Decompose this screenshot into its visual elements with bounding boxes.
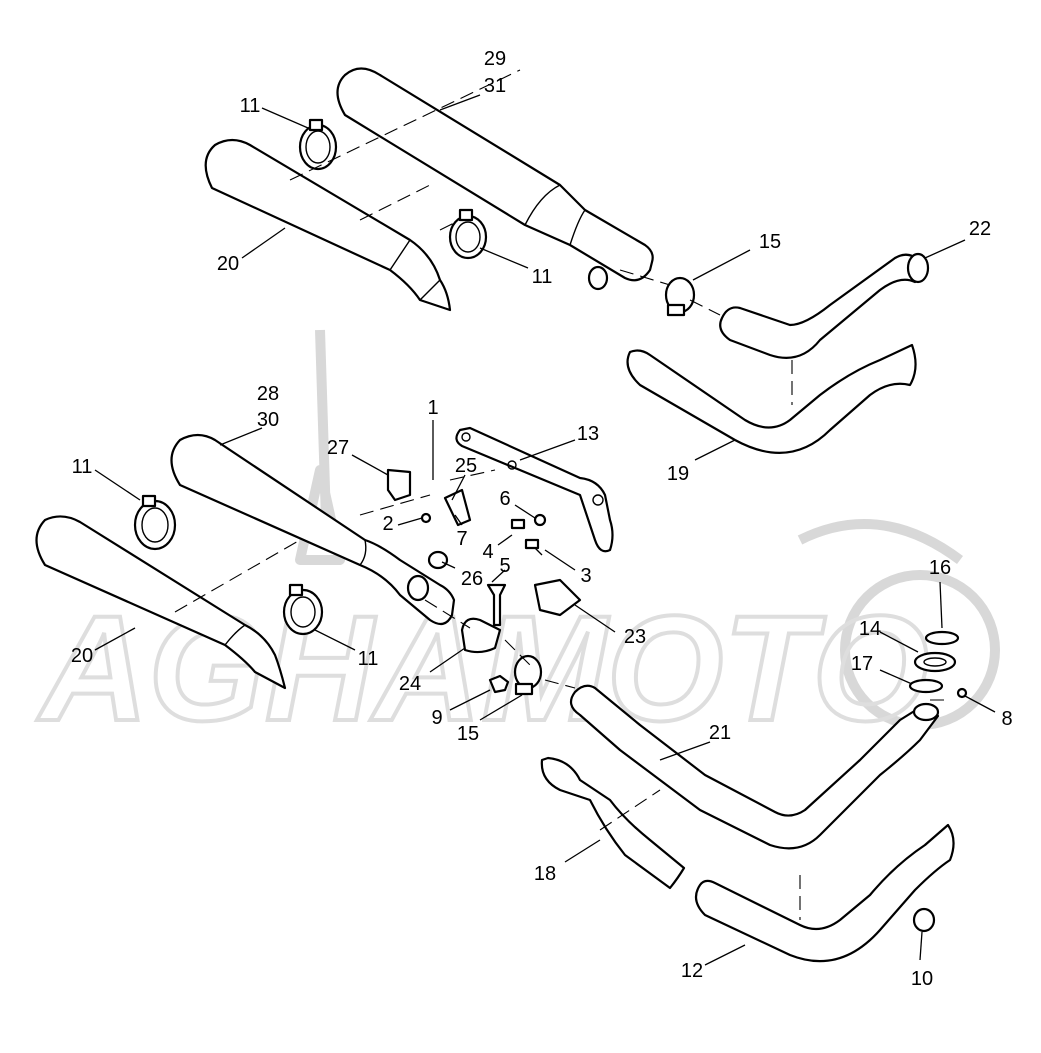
screw-8 bbox=[956, 687, 968, 699]
callout-20-a: 20 bbox=[217, 253, 239, 275]
muffler-outlet-stub bbox=[587, 265, 609, 291]
callout-14: 14 bbox=[859, 618, 881, 640]
clamp-10 bbox=[912, 907, 936, 933]
callout-11-b: 11 bbox=[532, 266, 553, 288]
gasket-14 bbox=[913, 651, 957, 673]
callout-30: 30 bbox=[257, 409, 279, 431]
callout-12: 12 bbox=[681, 960, 703, 982]
washer-6 bbox=[533, 513, 547, 527]
callout-15-a: 15 bbox=[759, 231, 781, 253]
clamp-24 bbox=[460, 617, 502, 654]
callout-26: 26 bbox=[461, 568, 483, 590]
screw-4 bbox=[510, 518, 526, 530]
heat-shield-12 bbox=[694, 823, 955, 963]
callout-13: 13 bbox=[577, 423, 599, 445]
callout-5: 5 bbox=[499, 555, 510, 577]
callout-10: 10 bbox=[911, 968, 933, 990]
callout-16: 16 bbox=[929, 557, 951, 579]
bracket-23 bbox=[533, 578, 582, 617]
callout-2: 2 bbox=[382, 513, 393, 535]
muffler-lower-rear bbox=[170, 433, 456, 626]
callouts: 29 31 11 20 11 15 22 19 28 30 1 27 25 13… bbox=[71, 48, 1013, 990]
callout-19: 19 bbox=[667, 463, 689, 485]
header-pipe-22 bbox=[719, 253, 927, 359]
bracket-13 bbox=[455, 426, 614, 553]
callout-8: 8 bbox=[1001, 708, 1012, 730]
callout-28: 28 bbox=[257, 383, 279, 405]
callout-25: 25 bbox=[455, 455, 477, 477]
callout-11-c: 11 bbox=[72, 456, 93, 478]
bolt-5 bbox=[486, 583, 507, 627]
bracket-25 bbox=[443, 488, 472, 527]
callout-11-a: 11 bbox=[240, 95, 261, 117]
callout-9: 9 bbox=[431, 707, 442, 729]
callout-17: 17 bbox=[851, 653, 873, 675]
callout-6: 6 bbox=[499, 488, 510, 510]
callout-22: 22 bbox=[969, 218, 991, 240]
screw-3 bbox=[524, 538, 540, 550]
callout-21: 21 bbox=[709, 722, 731, 744]
callout-18: 18 bbox=[534, 863, 556, 885]
callout-27: 27 bbox=[327, 437, 349, 459]
screw-2 bbox=[420, 512, 432, 524]
callout-11-d: 11 bbox=[358, 648, 379, 670]
callout-24: 24 bbox=[399, 673, 421, 695]
callout-4: 4 bbox=[482, 541, 493, 563]
callout-31: 31 bbox=[484, 75, 506, 97]
heat-shield-18 bbox=[540, 756, 686, 890]
muffler-upper-rear bbox=[336, 67, 654, 282]
callout-29: 29 bbox=[484, 48, 506, 70]
callout-15-b: 15 bbox=[457, 723, 479, 745]
callout-1: 1 bbox=[427, 397, 438, 419]
nut-9 bbox=[488, 674, 510, 694]
header-pipe-21 bbox=[569, 684, 940, 850]
ring-16 bbox=[924, 630, 960, 646]
callout-20-b: 20 bbox=[71, 645, 93, 667]
bracket-27 bbox=[386, 468, 412, 502]
callout-7: 7 bbox=[456, 528, 467, 550]
muffler-upper-front bbox=[204, 138, 452, 312]
ring-17 bbox=[908, 678, 944, 694]
callout-3: 3 bbox=[580, 565, 591, 587]
heat-shield-19 bbox=[626, 343, 917, 454]
callout-23: 23 bbox=[624, 626, 646, 648]
muffler-lower-front bbox=[35, 515, 287, 690]
clamp-screw bbox=[308, 118, 324, 132]
bushing-26 bbox=[427, 550, 449, 570]
